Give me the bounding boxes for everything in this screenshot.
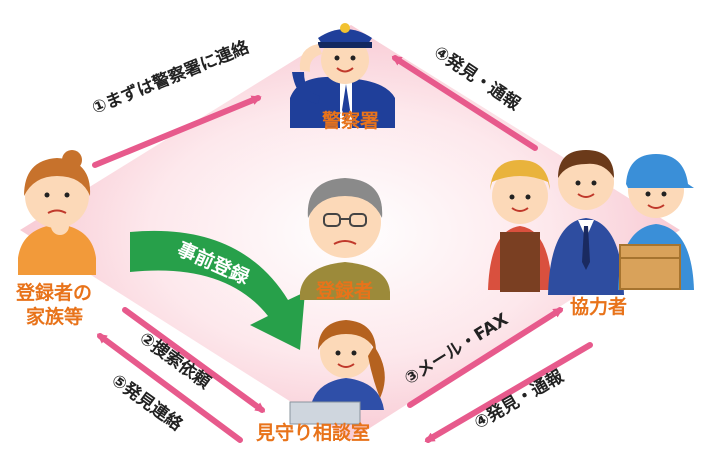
family-label-line1: 登録者の — [16, 282, 93, 304]
arrow-consultation-to-cooperators — [407, 307, 564, 408]
registrant-elderly-icon — [300, 178, 390, 300]
arrow-cooperators-to-consultation — [424, 342, 593, 443]
police-officer-icon — [290, 23, 395, 128]
pre-registration-arrow — [130, 230, 305, 350]
family-label-line2: 家族等 — [26, 306, 84, 328]
arrow-family-to-consultation — [122, 307, 266, 413]
registrant-label: 登録者 — [316, 280, 374, 302]
cooperators-label: 協力者 — [570, 296, 628, 318]
police-label: 警察署 — [322, 110, 380, 132]
cooperators-group-icon — [488, 150, 694, 295]
arrow-consultation-to-family — [96, 333, 243, 443]
consultation-label: 見守り相談室 — [256, 422, 371, 444]
arrow-cooperators-to-police — [391, 55, 538, 151]
arrow-family-to-police — [92, 95, 262, 168]
consultation-staff-icon — [289, 320, 385, 425]
family-member-icon — [18, 150, 96, 275]
